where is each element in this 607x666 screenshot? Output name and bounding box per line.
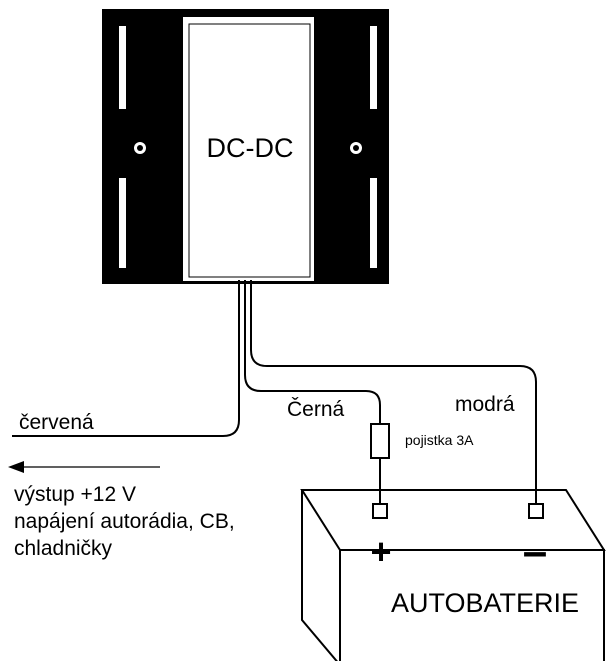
converter-inner-frame (188, 23, 311, 278)
output-line-3: chladničky (14, 537, 113, 560)
battery-front (340, 549, 605, 665)
black-wire (244, 280, 381, 424)
blue-wire-label: modrá (455, 393, 515, 416)
car-battery (300, 489, 606, 666)
fuse-icon (370, 423, 390, 459)
left-slot-bottom (119, 178, 126, 268)
output-line-2: napájení autorádia, CB, (14, 510, 235, 533)
right-slot-top (370, 26, 377, 109)
converter-label: DC-DC (207, 133, 294, 163)
positive-terminal-icon (372, 503, 388, 519)
wires (12, 280, 537, 504)
blue-wire (250, 280, 537, 504)
battery-label: AUTOBATERIE (391, 588, 579, 618)
output-line-1: výstup +12 V (14, 483, 136, 506)
black-wire-label: Černá (287, 398, 345, 421)
fuse-label: pojistka 3A (405, 432, 474, 448)
output-arrow-icon (8, 461, 160, 473)
battery-top (300, 489, 606, 551)
negative-symbol: – (523, 527, 547, 576)
red-wire (12, 280, 240, 437)
positive-symbol: + (370, 531, 391, 572)
left-slot-top (119, 26, 126, 109)
converter-module (181, 15, 316, 283)
red-wire-label: červená (19, 411, 94, 434)
battery-side (301, 490, 341, 666)
negative-terminal-icon (528, 503, 544, 519)
right-slot-bottom (370, 178, 377, 268)
dc-dc-converter: DC-DC (102, 9, 389, 284)
